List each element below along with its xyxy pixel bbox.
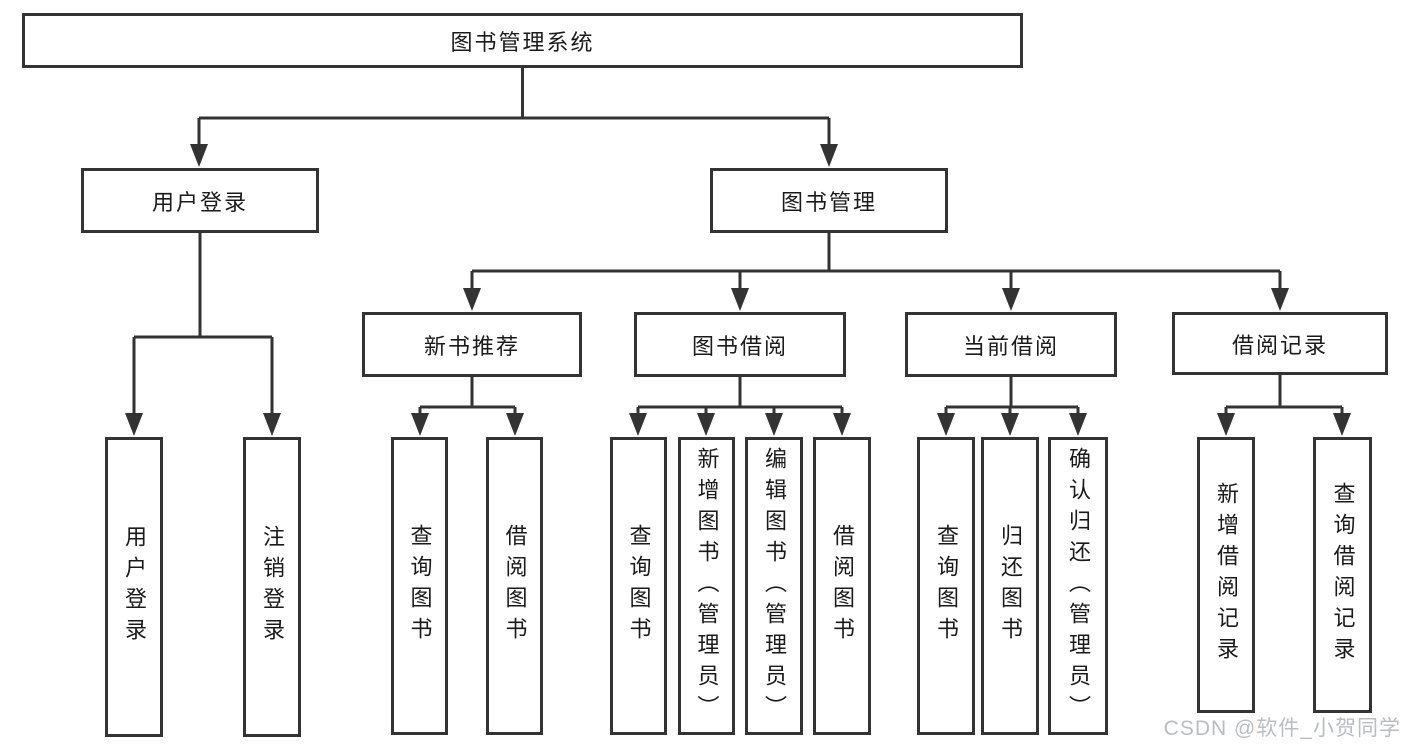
node-label: 新增借阅记录: [1214, 482, 1239, 668]
node-label: 查询图书: [626, 524, 652, 648]
node-label: 图书管理系统: [450, 29, 595, 55]
node-book-management-branch: 图书管理: [710, 168, 948, 233]
node-label: 当前借阅: [962, 333, 1059, 359]
node-query-book-1: 查询图书: [391, 437, 448, 735]
node-label: 查询图书: [407, 524, 433, 648]
csdn-watermark: CSDN @软件_小贺同学: [1163, 717, 1401, 740]
node-query-borrow-record: 查询借阅记录: [1313, 437, 1372, 713]
node-current-borrow: 当前借阅: [905, 312, 1117, 377]
node-user-login: 用户登录: [105, 437, 163, 737]
node-query-book-2: 查询图书: [610, 437, 667, 735]
node-label: 借阅记录: [1231, 332, 1328, 358]
node-label: 借阅图书: [830, 524, 855, 648]
node-book-borrow: 图书借阅: [634, 312, 846, 377]
node-user-login-branch: 用户登录: [81, 168, 319, 233]
node-new-book-recommend: 新书推荐: [362, 312, 582, 377]
node-edit-book-admin: 编辑图书（管理员）: [745, 437, 803, 735]
node-label: 查询借阅记录: [1330, 482, 1356, 668]
node-borrow-record: 借阅记录: [1172, 312, 1388, 375]
node-label: 图书管理: [780, 189, 877, 215]
node-confirm-return-admin: 确认归还（管理员）: [1048, 437, 1108, 735]
node-logout-login: 注销登录: [243, 437, 301, 737]
node-label: 注销登录: [260, 525, 285, 649]
node-label: 新增图书（管理员）: [694, 446, 720, 726]
node-borrow-book-2: 借阅图书: [813, 437, 871, 735]
node-label: 归还图书: [998, 524, 1023, 648]
node-add-borrow-record: 新增借阅记录: [1197, 437, 1255, 713]
node-label: 编辑图书（管理员）: [762, 446, 787, 726]
node-label: 用户登录: [122, 525, 147, 649]
node-label: 确认归还（管理员）: [1066, 446, 1091, 726]
node-label: 借阅图书: [502, 524, 528, 648]
node-label: 新书推荐: [423, 333, 520, 359]
node-borrow-book-1: 借阅图书: [486, 437, 543, 735]
node-label: 查询图书: [934, 524, 959, 648]
node-library-management-system: 图书管理系统: [22, 13, 1023, 68]
node-add-book-admin: 新增图书（管理员）: [678, 437, 735, 735]
node-label: 用户登录: [151, 189, 248, 215]
node-return-book: 归还图书: [981, 437, 1039, 735]
node-query-book-3: 查询图书: [917, 437, 975, 735]
node-label: 图书借阅: [691, 333, 788, 359]
